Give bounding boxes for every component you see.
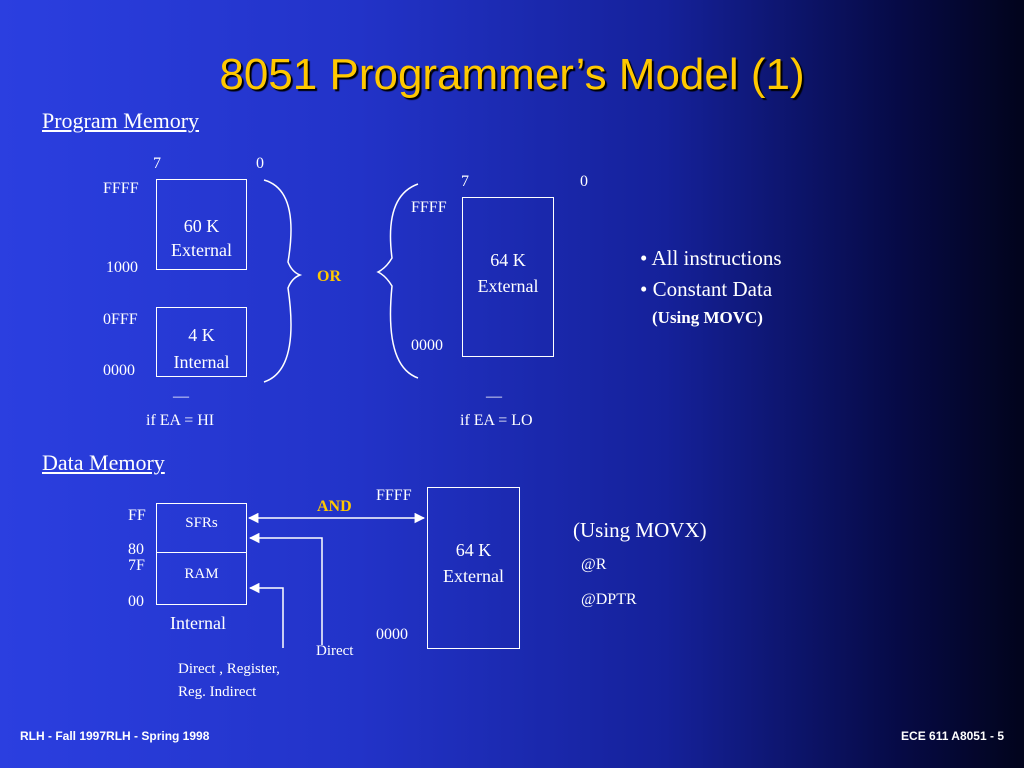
right-addr-ffff: FFFF xyxy=(411,199,447,216)
right-addr-0000: 0000 xyxy=(411,337,443,354)
right-ea-overbar: — xyxy=(486,388,502,405)
note-constant-data: • Constant Data xyxy=(640,277,773,301)
left-ea-condition: if EA = HI xyxy=(146,412,215,429)
ram-label: RAM xyxy=(184,566,219,582)
external-64k-program-size: 64 K xyxy=(490,250,526,270)
note-at-r: @R xyxy=(581,556,607,573)
left-addr-0fff: 0FFF xyxy=(103,311,138,328)
program-memory-heading: Program Memory xyxy=(42,108,200,133)
note-all-instructions: • All instructions xyxy=(640,246,782,270)
sfr-ram-divider xyxy=(157,552,246,553)
left-addr-ffff: FFFF xyxy=(103,180,139,197)
internal-data-label: Internal xyxy=(170,613,226,633)
note-at-dptr: @DPTR xyxy=(581,591,637,608)
external-60k-size: 60 K xyxy=(183,216,220,236)
left-bit-high: 7 xyxy=(153,155,161,172)
data-ext-addr-ffff: FFFF xyxy=(376,487,412,504)
data-addr-00: 00 xyxy=(128,593,144,610)
left-brace xyxy=(263,179,303,383)
internal-4k-block: 4 K Internal xyxy=(156,307,247,377)
left-addr-1000: 1000 xyxy=(106,259,138,276)
sfrs-label: SFRs xyxy=(185,515,218,531)
or-label: OR xyxy=(317,268,341,285)
ram-access-modes-line2: Reg. Indirect xyxy=(178,684,257,700)
internal-4k-label: Internal xyxy=(173,352,230,372)
data-addr-80: 80 xyxy=(128,541,144,558)
footer-right: ECE 611 A8051 - 5 xyxy=(901,729,1004,743)
ram-access-modes-line1: Direct , Register, xyxy=(178,661,280,677)
data-addr-ff: FF xyxy=(128,507,146,524)
left-bit-low: 0 xyxy=(256,155,264,172)
right-brace xyxy=(376,183,419,379)
data-memory-heading: Data Memory xyxy=(42,450,165,475)
external-64k-data-block: 64 K External xyxy=(427,487,520,649)
internal-4k-size: 4 K xyxy=(188,325,215,345)
direct-arrow-sfrs xyxy=(248,532,323,645)
left-addr-0000: 0000 xyxy=(103,362,135,379)
right-bit-low: 0 xyxy=(580,173,588,190)
register-arrow-ram xyxy=(248,582,284,648)
footer-left: RLH - Fall 1997RLH - Spring 1998 xyxy=(20,729,210,743)
note-using-movc: (Using MOVC) xyxy=(652,308,763,327)
right-bit-high: 7 xyxy=(461,173,469,190)
slide-title: 8051 Programmer’s Model (1) xyxy=(219,50,805,99)
data-ext-addr-0000: 0000 xyxy=(376,626,408,643)
external-64k-data-size: 64 K xyxy=(455,540,492,560)
external-64k-program-label: External xyxy=(477,276,539,296)
external-60k-label: External xyxy=(171,240,232,260)
note-using-movx: (Using MOVX) xyxy=(573,518,707,542)
direct-access-label: Direct xyxy=(316,643,354,659)
external-64k-program-block: 64 K External xyxy=(462,197,554,357)
and-label: AND xyxy=(317,498,352,515)
external-64k-data-label: External xyxy=(443,566,504,586)
internal-data-block: SFRs RAM xyxy=(156,503,247,605)
right-ea-condition: if EA = LO xyxy=(460,412,533,429)
left-ea-overbar: — xyxy=(173,388,189,405)
data-addr-7f: 7F xyxy=(128,557,145,574)
external-60k-block: 60 K External xyxy=(156,179,247,270)
